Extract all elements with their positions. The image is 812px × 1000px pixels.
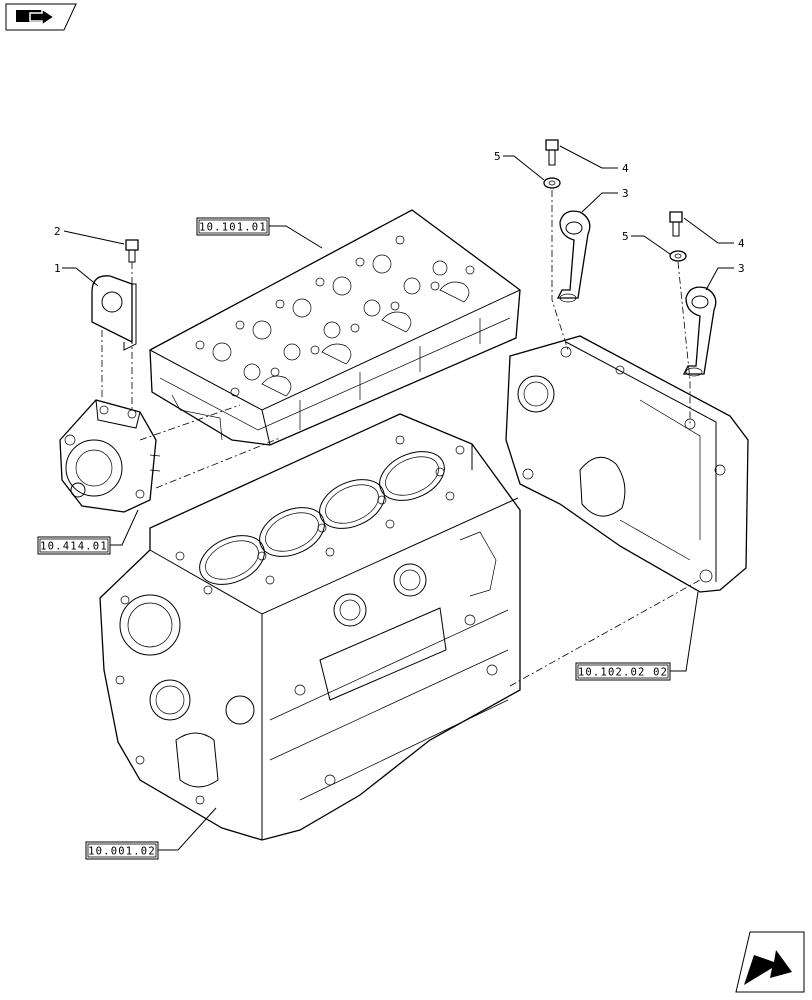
cylinder-head xyxy=(149,209,521,446)
svg-text:2: 2 xyxy=(54,225,61,238)
svg-text:1: 1 xyxy=(54,262,61,275)
washer-item-5-upper xyxy=(543,177,561,189)
book-arrow-icon[interactable] xyxy=(5,3,77,31)
callout-4-lower: 4 xyxy=(683,217,745,250)
washer-item-5-lower xyxy=(669,250,687,262)
bolt-item-2 xyxy=(125,239,139,263)
callout-2: 2 xyxy=(54,225,125,245)
cylinder-bores xyxy=(199,451,445,585)
ref-box-flywheel-housing[interactable]: 10.102.02 02 xyxy=(575,591,699,681)
ref-label-water-pump: 10.414.01 xyxy=(40,541,108,553)
ref-label-cylinder-head: 10.101.01 xyxy=(199,222,267,234)
svg-text:4: 4 xyxy=(622,162,629,175)
callout-1: 1 xyxy=(54,262,99,287)
ref-label-flywheel-housing: 10.102.02 02 xyxy=(578,667,668,679)
engine-block xyxy=(99,413,521,841)
svg-text:5: 5 xyxy=(622,230,629,243)
ref-label-engine-block: 10.001.02 xyxy=(88,846,156,858)
svg-text:3: 3 xyxy=(738,262,745,275)
callout-3-lower: 3 xyxy=(705,262,745,291)
svg-text:4: 4 xyxy=(738,237,745,250)
callout-5-lower: 5 xyxy=(622,230,671,255)
block-bolt-holes xyxy=(175,435,465,595)
water-pump xyxy=(59,399,161,513)
callout-3-upper: 3 xyxy=(581,187,629,213)
assembly-lines xyxy=(101,190,701,687)
flywheel-housing xyxy=(505,335,749,593)
lifting-bracket-front xyxy=(91,275,137,351)
callout-5-upper: 5 xyxy=(494,150,545,181)
svg-text:3: 3 xyxy=(622,187,629,200)
ref-box-engine-block[interactable]: 10.001.02 xyxy=(85,807,217,860)
bolt-item-4-lower xyxy=(669,211,683,237)
callout-4-upper: 4 xyxy=(559,145,629,175)
svg-text:5: 5 xyxy=(494,150,501,163)
next-page-arrow-icon[interactable] xyxy=(735,931,805,993)
head-holes xyxy=(195,235,475,397)
ref-box-water-pump[interactable]: 10.414.01 xyxy=(37,509,139,555)
lifting-bracket-rear-lower xyxy=(682,286,717,377)
lifting-bracket-rear-upper xyxy=(556,210,591,303)
ref-box-cylinder-head[interactable]: 10.101.01 xyxy=(196,217,323,249)
bolt-item-4-upper xyxy=(545,139,559,166)
